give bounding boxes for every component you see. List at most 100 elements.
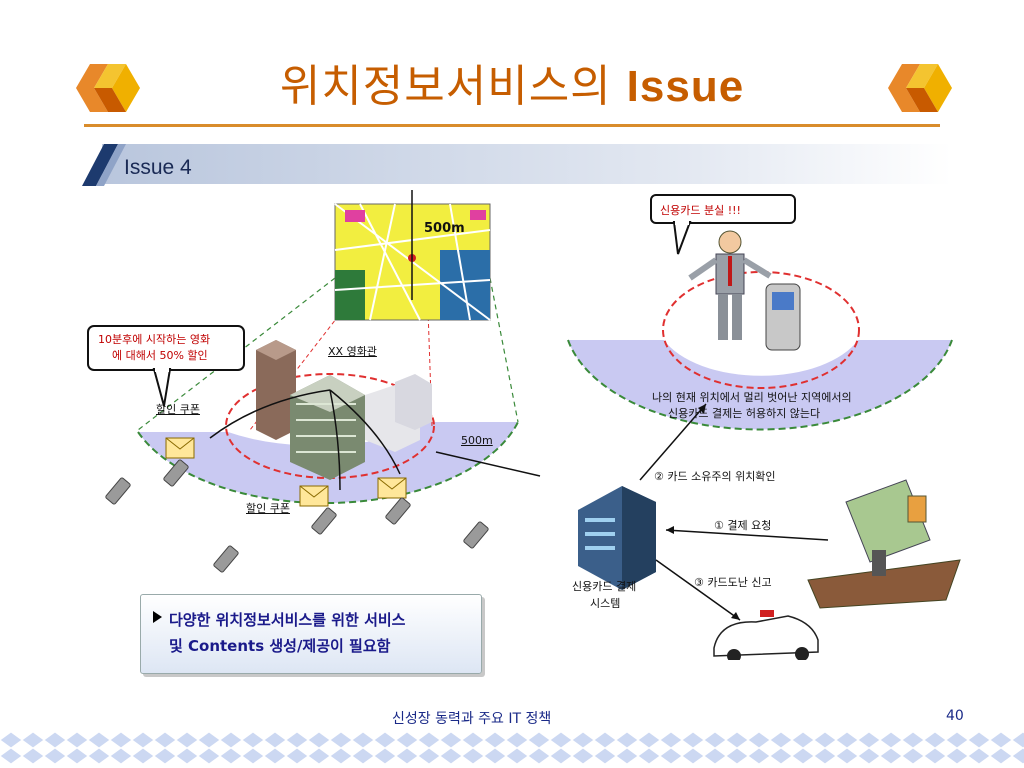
footer-diamond [725, 732, 749, 749]
coupon-speech-bubble [87, 325, 245, 407]
footer-diamond [857, 747, 881, 765]
footer-diamond [571, 732, 595, 749]
footer-diamond [109, 732, 133, 749]
footer-diamond [21, 747, 45, 765]
footer-diamond [945, 732, 969, 749]
footer-diamond [923, 732, 947, 749]
footer-diamond [879, 732, 903, 749]
card-lost-speech-bubble [650, 194, 796, 255]
footer-diamond [527, 747, 551, 765]
footer-diamond [1011, 732, 1024, 749]
coupon-label-top: 할인 쿠폰 [156, 403, 200, 416]
city-map [334, 190, 491, 321]
footer-diamond [901, 732, 925, 749]
footer-diamond [879, 747, 903, 765]
footer-diamond [329, 732, 353, 749]
footer-diamond [43, 747, 67, 765]
footer-diamond [769, 747, 793, 765]
footer-diamond [351, 732, 375, 749]
footer-diamond [791, 732, 815, 749]
footer-diamond [1011, 747, 1024, 765]
footer-diamond [571, 747, 595, 765]
card-terminal-icon [807, 479, 961, 609]
footer-diamond [0, 732, 23, 749]
footer-diamond [989, 747, 1013, 765]
mobile-phone-icons [105, 459, 489, 573]
section-label: Issue 4 [124, 156, 192, 179]
step2-label: ② 카드 소유주의 위치확인 [654, 470, 776, 483]
footer-diamond [505, 747, 529, 765]
footer-diamond [989, 732, 1013, 749]
footer-diamond [549, 747, 573, 765]
footer-diamond [527, 732, 551, 749]
summary-line1: 다양한 위치정보서비스를 위한 서비스 [169, 611, 406, 629]
footer-diamond [901, 747, 925, 765]
footer-diamond [747, 732, 771, 749]
footer-diamond [219, 747, 243, 765]
card-owner-zone [568, 340, 952, 430]
footer-diamond [219, 732, 243, 749]
footer-diamond [43, 732, 67, 749]
footer-diamond [813, 732, 837, 749]
footer-diamond [659, 732, 683, 749]
section-header-bar [82, 144, 952, 186]
footer-diamond [87, 747, 111, 765]
footer-diamond [87, 732, 111, 749]
footer-diamond [725, 747, 749, 765]
footer-diamond [417, 732, 441, 749]
footer-diamond [285, 732, 309, 749]
footer-diamond [131, 747, 155, 765]
zone-radius-label: 500m [461, 434, 493, 447]
card-lost-text: 신용카드 분실 !!! [660, 204, 741, 217]
footer-diamond [0, 747, 23, 765]
footer-diamond [483, 732, 507, 749]
footer-diamond [175, 747, 199, 765]
system-label-line2: 시스템 [590, 597, 621, 610]
footer-diamond [505, 732, 529, 749]
footer-diamond [373, 747, 397, 765]
footer-diamond [967, 747, 991, 765]
footer-diamond [131, 732, 155, 749]
footer-diamond [769, 732, 793, 749]
footer-diamond [681, 747, 705, 765]
footer-diamond [197, 732, 221, 749]
footer-diamond [65, 747, 89, 765]
footer-diamond [263, 747, 287, 765]
footer-diamond [307, 747, 331, 765]
footer-diamond [615, 747, 639, 765]
card-owner-person [688, 230, 772, 340]
theater-buildings [256, 340, 432, 480]
footer-diamond [461, 747, 485, 765]
footer-diamond [65, 732, 89, 749]
footer-diamond [615, 732, 639, 749]
footer-diamond [373, 732, 397, 749]
footer-diamond [813, 747, 837, 765]
footer-diamond [637, 732, 661, 749]
slide-title: 위치정보서비스의 Issue [0, 50, 1024, 114]
triangle-bullet-icon [153, 611, 162, 623]
coupon-envelope-icons [165, 437, 407, 507]
footer-diamond [21, 732, 45, 749]
map-radius-label: 500m [424, 221, 465, 236]
footer-diamond [263, 732, 287, 749]
footer-diamond [439, 732, 463, 749]
system-label-line1: 신용카드 결제 [572, 580, 637, 593]
footer-diamond [967, 732, 991, 749]
payment-system-building-icon [578, 486, 656, 590]
footer-diamond [329, 747, 353, 765]
diagram-graphics [105, 190, 961, 660]
cube-decoration-left-icon [76, 64, 140, 112]
title-divider [84, 124, 940, 127]
footer-diamond [153, 732, 177, 749]
title-english: Issue [626, 62, 745, 111]
footer-diamond [395, 732, 419, 749]
footer-diamond [747, 747, 771, 765]
footer-diamond-border [0, 732, 1024, 765]
footer-diamond [593, 747, 617, 765]
summary-line2: 및 Contents 생성/제공이 필요함 [169, 637, 391, 655]
footer-text: 신성장 동력과 주요 IT 정책 [392, 711, 552, 727]
footer-diamond [483, 747, 507, 765]
coupon-label-bottom: 할인 쿠폰 [246, 502, 290, 515]
step1-label: ① 결제 요청 [714, 519, 772, 532]
footer-diamond [175, 732, 199, 749]
